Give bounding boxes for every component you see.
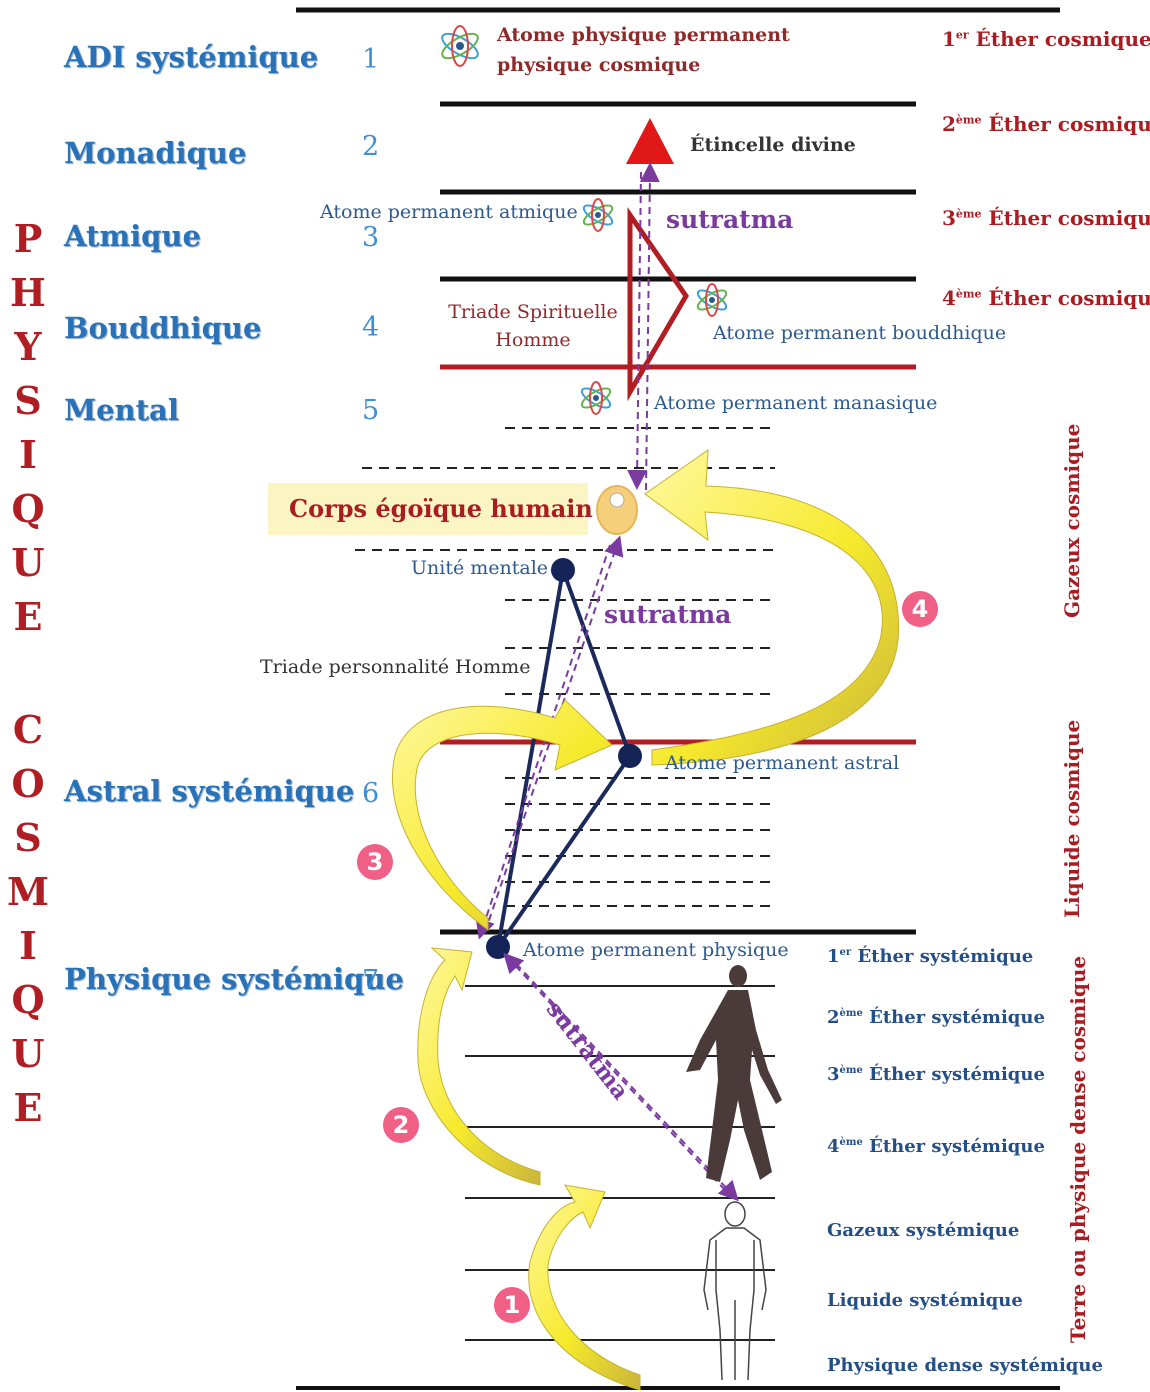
systemic-ether-2: 2ème Éther systémique bbox=[827, 1007, 1045, 1028]
plane-number: 7 bbox=[362, 965, 380, 996]
divine-spark-triangle bbox=[626, 118, 674, 164]
astral-atom-dot bbox=[618, 744, 642, 768]
cosmic-ether-2: 2ème Éther cosmique bbox=[942, 112, 1150, 136]
spiritual-triad bbox=[627, 206, 689, 402]
title-letter: S bbox=[14, 378, 42, 423]
label-atome-physique-cosmique: Atome physique permanent physique cosmiq… bbox=[497, 20, 790, 80]
title-letter: S bbox=[14, 815, 42, 860]
yellow-arrow-4 bbox=[644, 449, 900, 766]
step-badge-1: 1 bbox=[494, 1287, 530, 1323]
label-line: Triade Spirituelle bbox=[448, 301, 618, 323]
title-letter: M bbox=[6, 869, 50, 914]
systemic-dense: Physique dense systémique bbox=[827, 1355, 1103, 1376]
human-figure-etheric bbox=[686, 965, 782, 1182]
title-letter: C bbox=[12, 707, 44, 752]
plane-number: 5 bbox=[362, 395, 380, 426]
personality-triad bbox=[496, 569, 632, 949]
yellow-arrow-3 bbox=[391, 699, 613, 931]
label-line: Homme bbox=[495, 329, 571, 351]
label-triade-spirituelle: Triade Spirituelle Homme bbox=[448, 298, 618, 354]
plane-label-physique: Physique systémique bbox=[64, 962, 404, 996]
label-line: physique cosmique bbox=[497, 54, 701, 76]
atom-icon-cosmic bbox=[441, 25, 479, 67]
title-letter: Y bbox=[14, 324, 42, 369]
label-atome-astral: Atome permanent astral bbox=[665, 752, 900, 774]
title-letter: Q bbox=[11, 977, 45, 1022]
plane-number: 6 bbox=[362, 778, 380, 809]
plane-label-adi: ADI systémique bbox=[64, 40, 319, 74]
vertical-title-cosmique: C O S M I Q U E bbox=[3, 703, 53, 1135]
label-corps-egoique: Corps égoïque humain bbox=[289, 494, 593, 523]
cosmic-state-liquide: Liquide cosmique bbox=[1060, 719, 1084, 918]
ego-highlight bbox=[268, 483, 588, 535]
cosmic-ether-1: 1er Éther cosmique bbox=[942, 27, 1150, 51]
title-letter: O bbox=[11, 761, 45, 806]
label-atome-atmique: Atome permanent atmique bbox=[320, 201, 578, 223]
label-atome-physique: Atome permanent physique bbox=[523, 939, 789, 961]
title-letter: Q bbox=[11, 486, 45, 531]
label-line: Atome physique permanent bbox=[497, 24, 790, 46]
yellow-arrow-2 bbox=[417, 947, 541, 1186]
title-letter: U bbox=[11, 540, 45, 585]
human-figure-dense bbox=[703, 1201, 767, 1381]
vertical-title-physique: P H Y S I Q U E bbox=[3, 212, 53, 644]
label-triade-personnalite: Triade personnalité Homme bbox=[260, 656, 531, 678]
atom-icon-bouddhique bbox=[696, 283, 728, 317]
title-letter: I bbox=[19, 923, 37, 968]
plane-number: 4 bbox=[362, 312, 380, 343]
cosmic-ether-4: 4ème Éther cosmique bbox=[942, 286, 1150, 310]
cosmic-state-terre: Terre ou physique dense cosmique bbox=[1066, 955, 1090, 1343]
systemic-ether-1: 1er Éther systémique bbox=[827, 946, 1034, 967]
step-badge-4: 4 bbox=[902, 591, 938, 627]
physical-atom-dot bbox=[486, 935, 510, 959]
systemic-gazeux: Gazeux systémique bbox=[827, 1220, 1020, 1241]
systemic-ether-4: 4ème Éther systémique bbox=[827, 1136, 1045, 1157]
plane-number: 2 bbox=[362, 131, 380, 162]
label-etincelle-divine: Étincelle divine bbox=[690, 134, 856, 156]
plane-number: 1 bbox=[362, 44, 380, 75]
yellow-arrow-1 bbox=[528, 1184, 641, 1391]
title-letter: I bbox=[19, 432, 37, 477]
title-letter: U bbox=[11, 1031, 45, 1076]
sutratma-label-middle: sutratma bbox=[604, 600, 732, 629]
title-letter: E bbox=[13, 594, 43, 639]
causal-body bbox=[596, 485, 638, 535]
systemic-liquide: Liquide systémique bbox=[827, 1290, 1023, 1311]
sutratma-label-upper: sutratma bbox=[666, 205, 794, 234]
plane-label-monadique: Monadique bbox=[64, 136, 247, 170]
systemic-ether-3: 3ème Éther systémique bbox=[827, 1064, 1045, 1085]
label-atome-manasique: Atome permanent manasique bbox=[654, 392, 938, 414]
title-letter: E bbox=[13, 1085, 43, 1130]
label-unite-mentale: Unité mentale bbox=[411, 557, 549, 579]
plane-label-astral: Astral systémique bbox=[64, 774, 355, 808]
step-badge-3: 3 bbox=[357, 844, 393, 880]
plane-label-bouddhique: Bouddhique bbox=[64, 311, 262, 345]
atom-icon-manasique bbox=[580, 381, 612, 415]
step-badge-2: 2 bbox=[383, 1107, 419, 1143]
title-letter: H bbox=[10, 270, 46, 315]
plane-label-mental: Mental bbox=[64, 393, 179, 427]
plane-label-atmique: Atmique bbox=[64, 219, 201, 253]
label-atome-bouddhique: Atome permanent bouddhique bbox=[713, 322, 1007, 344]
mental-unit-dot bbox=[551, 558, 575, 582]
cosmic-ether-3: 3ème Éther cosmique bbox=[942, 206, 1150, 230]
plane-number: 3 bbox=[362, 222, 380, 253]
atom-icon-atmique bbox=[582, 198, 614, 232]
astral-subplanes bbox=[505, 777, 775, 907]
cosmic-state-gazeux: Gazeux cosmique bbox=[1060, 423, 1084, 618]
title-letter: P bbox=[13, 216, 43, 261]
